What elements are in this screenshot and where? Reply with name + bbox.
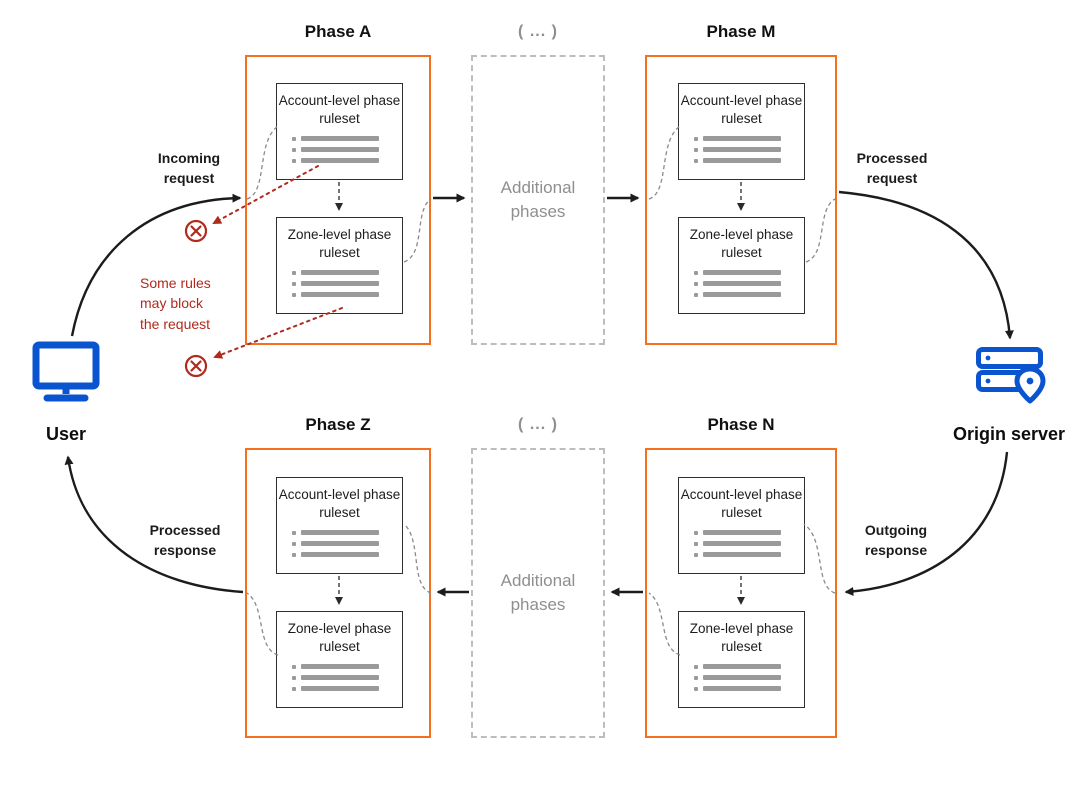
zone-ruleset-label: Zone-level phase ruleset	[689, 227, 794, 260]
phase-z-zone-ruleset-box: Zone-level phase ruleset	[276, 611, 403, 708]
phase-a-account-ruleset-box: Account-level phase ruleset	[276, 83, 403, 180]
processed-request-label: Processed request	[856, 150, 928, 186]
account-ruleset-label: Account-level phase ruleset	[278, 93, 401, 126]
phase-n-zone-ruleset-box: Zone-level phase ruleset	[678, 611, 805, 708]
additional-phases-ellipsis-bottom: ( ... )	[518, 416, 558, 433]
zone-ruleset-label: Zone-level phase ruleset	[689, 621, 794, 654]
ruleset-list-icon	[694, 270, 804, 298]
ruleset-list-icon	[292, 664, 402, 692]
ruleset-list-icon	[292, 270, 402, 298]
phase-m-account-ruleset-box: Account-level phase ruleset	[678, 83, 805, 180]
processed-request-arrow	[838, 190, 1014, 340]
block-note: Some rules may block the request	[140, 275, 211, 332]
phase-m-title: Phase M	[706, 22, 776, 41]
additional-phases-box-bottom: Additional phases	[471, 448, 605, 738]
user-label: User	[45, 424, 87, 444]
ruleset-list-icon	[694, 136, 804, 164]
phase-z-account-ruleset-box: Account-level phase ruleset	[276, 477, 403, 574]
phase-n-account-ruleset-box: Account-level phase ruleset	[678, 477, 805, 574]
account-ruleset-label: Account-level phase ruleset	[278, 487, 401, 520]
zone-ruleset-label: Zone-level phase ruleset	[287, 227, 392, 260]
additional-phases-label: Additional phases	[500, 571, 576, 614]
blocked-request-icon	[184, 354, 208, 378]
account-ruleset-label: Account-level phase ruleset	[680, 487, 803, 520]
user-monitor-icon	[32, 341, 100, 408]
phase-z-title: Phase Z	[305, 415, 371, 434]
incoming-request-label: Incoming request	[157, 150, 221, 186]
phase-a-zone-ruleset-box: Zone-level phase ruleset	[276, 217, 403, 314]
ruleset-list-icon	[694, 530, 804, 558]
origin-server-icon	[976, 347, 1048, 410]
additional-phases-box-top: Additional phases	[471, 55, 605, 345]
additional-phases-label: Additional phases	[500, 178, 576, 221]
account-ruleset-label: Account-level phase ruleset	[680, 93, 803, 126]
outgoing-response-label: Outgoing response	[864, 522, 928, 558]
processed-response-label: Processed response	[149, 522, 221, 558]
blocked-request-icon	[184, 219, 208, 243]
zone-ruleset-label: Zone-level phase ruleset	[287, 621, 392, 654]
phase-n-title: Phase N	[707, 415, 775, 434]
ruleset-list-icon	[694, 664, 804, 692]
ruleset-list-icon	[292, 136, 402, 164]
phase-a-title: Phase A	[304, 22, 372, 41]
origin-server-label: Origin server	[952, 424, 1066, 444]
additional-phases-ellipsis-top: ( ... )	[518, 23, 558, 40]
ruleset-list-icon	[292, 530, 402, 558]
phase-m-zone-ruleset-box: Zone-level phase ruleset	[678, 217, 805, 314]
